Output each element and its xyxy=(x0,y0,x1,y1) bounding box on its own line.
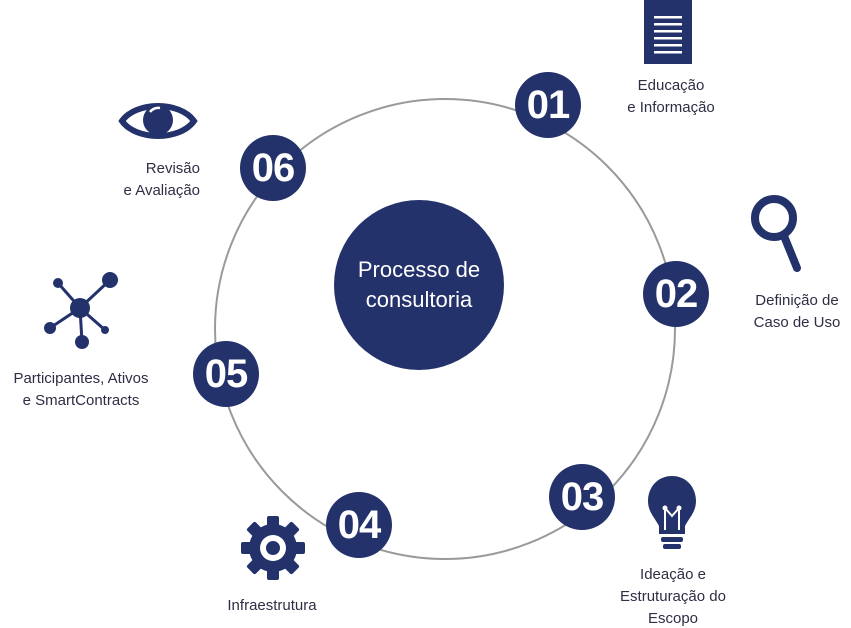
ring-path xyxy=(214,98,676,560)
center-circle: Processo de consultoria xyxy=(334,200,504,370)
step-02-line2: Caso de Uso xyxy=(753,314,841,331)
step-badge-01: 01 xyxy=(515,72,581,138)
center-title-line1: Processo de xyxy=(357,257,481,282)
step-label-02: Definição de Caso de Uso xyxy=(742,290,851,334)
step-badge-05: 05 xyxy=(193,341,259,407)
magnifier-icon xyxy=(751,195,801,272)
step-01-line2: e Informação xyxy=(627,99,715,116)
step-label-05: Participantes, Ativos e SmartContracts xyxy=(0,368,162,412)
step-badge-06: 06 xyxy=(240,135,306,201)
step-01-line1: Educação xyxy=(637,77,705,94)
network-icon xyxy=(44,272,118,349)
step-04-line1: Infraestrutura xyxy=(227,597,317,614)
document-icon xyxy=(644,0,692,64)
step-03-line1: Ideação e xyxy=(640,566,706,583)
step-label-01: Educação e Informação xyxy=(616,75,726,119)
step-badge-03: 03 xyxy=(549,464,615,530)
step-03-line2: Estruturação do xyxy=(620,588,726,605)
center-title-line2: consultoria xyxy=(365,287,473,312)
step-badge-02: 02 xyxy=(643,261,709,327)
gear-icon xyxy=(241,516,305,580)
step-label-03: Ideação e Estruturação do Escopo xyxy=(603,564,743,628)
step-03-line3: Escopo xyxy=(647,610,699,627)
step-05-line1: Participantes, Ativos xyxy=(13,370,149,387)
step-badge-04: 04 xyxy=(326,492,392,558)
step-label-06: Revisão e Avaliação xyxy=(100,158,200,202)
step-06-line2: e Avaliação xyxy=(123,182,200,199)
step-05-line2: e SmartContracts xyxy=(22,392,140,409)
step-label-04: Infraestrutura xyxy=(212,595,332,617)
step-06-line1: Revisão xyxy=(145,160,200,177)
step-02-line1: Definição de xyxy=(755,292,839,309)
lightbulb-icon xyxy=(648,476,696,549)
eye-icon xyxy=(118,103,198,139)
